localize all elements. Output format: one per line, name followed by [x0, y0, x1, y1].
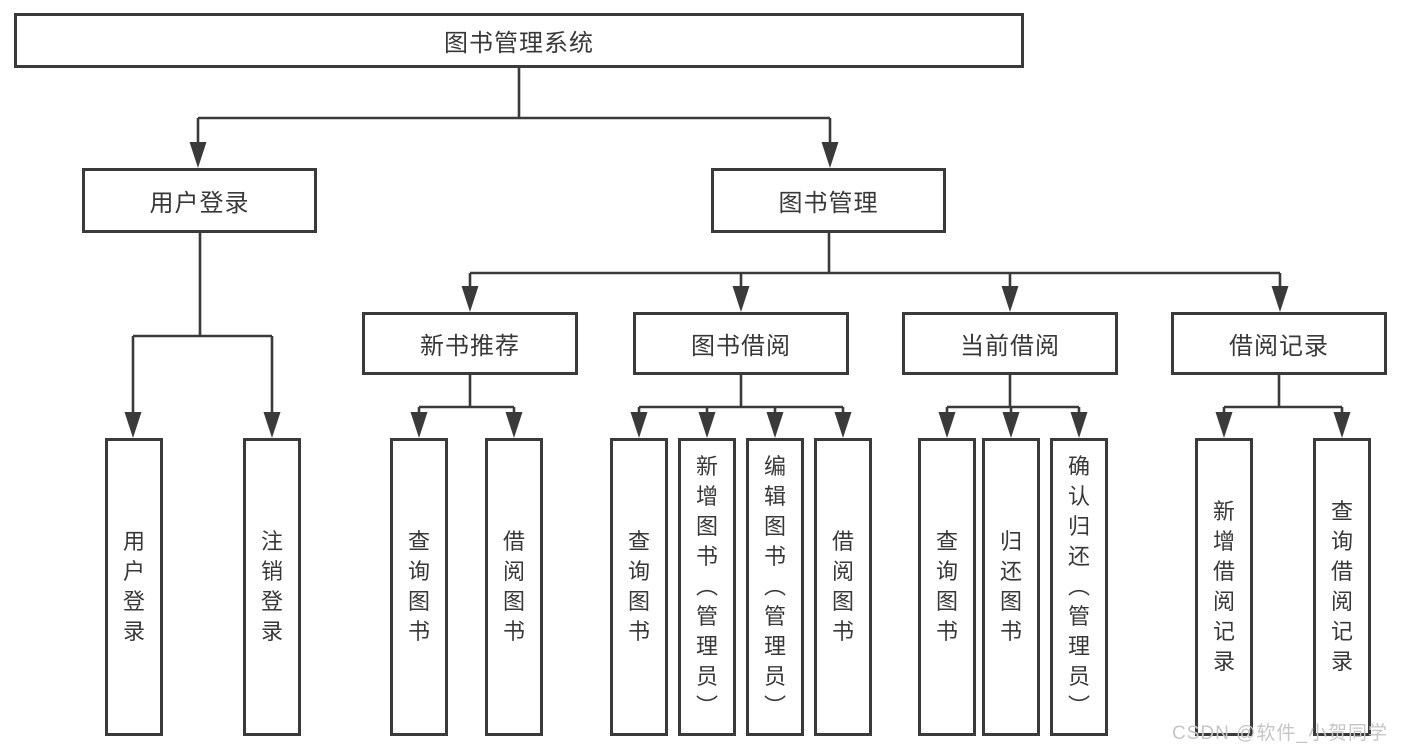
leaf-add-borrow-record: 新 增 借 阅 记 录 [1195, 438, 1253, 736]
node-label: 图书借阅 [691, 333, 791, 360]
node-label: 确 认 归 还 ︵ 管 理 员 ︶ [1067, 454, 1090, 719]
node-label: 借阅记录 [1229, 333, 1329, 360]
node-label: 注 销 登 录 [260, 529, 283, 644]
leaf-add-books-admin: 新 增 图 书 ︵ 管 理 员 ︶ [678, 438, 736, 736]
leaf-query-borrow-record: 查 询 借 阅 记 录 [1313, 438, 1371, 736]
node-label: 图书管理 [778, 190, 879, 217]
leaf-borrow-books: 借 阅 图 书 [814, 438, 872, 736]
node-label: 查 询 借 阅 记 录 [1330, 499, 1353, 674]
leaf-return-books: 归 还 图 书 [982, 438, 1040, 736]
node-label: 借 阅 图 书 [502, 529, 525, 644]
node-label: 图书管理系统 [444, 30, 594, 57]
node-label: 查 询 图 书 [627, 529, 650, 644]
node-label: 用户登录 [149, 190, 250, 217]
leaf-confirm-return-admin: 确 认 归 还 ︵ 管 理 员 ︶ [1050, 438, 1108, 736]
node-label: 编 辑 图 书 ︵ 管 理 员 ︶ [763, 454, 786, 719]
node-label: 用 户 登 录 [122, 529, 145, 644]
node-book-borrowing: 图书借阅 [633, 312, 849, 375]
node-label: 归 还 图 书 [999, 529, 1022, 644]
node-current-borrowing: 当前借阅 [902, 312, 1118, 375]
leaf-borrow-books-recommend: 借 阅 图 书 [485, 438, 543, 736]
leaf-user-login: 用 户 登 录 [105, 438, 163, 736]
watermark: CSDN @软件_小贺同学 [1172, 723, 1388, 744]
leaf-logout: 注 销 登 录 [243, 438, 301, 736]
leaf-query-books-current: 查 询 图 书 [918, 438, 976, 736]
node-label: 新 增 图 书 ︵ 管 理 员 ︶ [695, 454, 718, 719]
node-new-book-recommendation: 新书推荐 [362, 312, 578, 375]
node-label: 查 询 图 书 [935, 529, 958, 644]
node-label: 借 阅 图 书 [831, 529, 854, 644]
node-label: 新 增 借 阅 记 录 [1212, 499, 1235, 674]
node-label: 当前借阅 [960, 333, 1060, 360]
node-user-login-group: 用户登录 [82, 168, 317, 233]
node-label: 查 询 图 书 [407, 529, 430, 644]
leaf-edit-books-admin: 编 辑 图 书 ︵ 管 理 员 ︶ [746, 438, 804, 736]
node-borrowing-records: 借阅记录 [1171, 312, 1387, 375]
node-label: 新书推荐 [420, 333, 520, 360]
leaf-query-books-recommend: 查 询 图 书 [390, 438, 448, 736]
node-library-management-system: 图书管理系统 [14, 13, 1024, 68]
leaf-query-books-borrowing: 查 询 图 书 [610, 438, 668, 736]
node-book-management: 图书管理 [711, 168, 946, 233]
